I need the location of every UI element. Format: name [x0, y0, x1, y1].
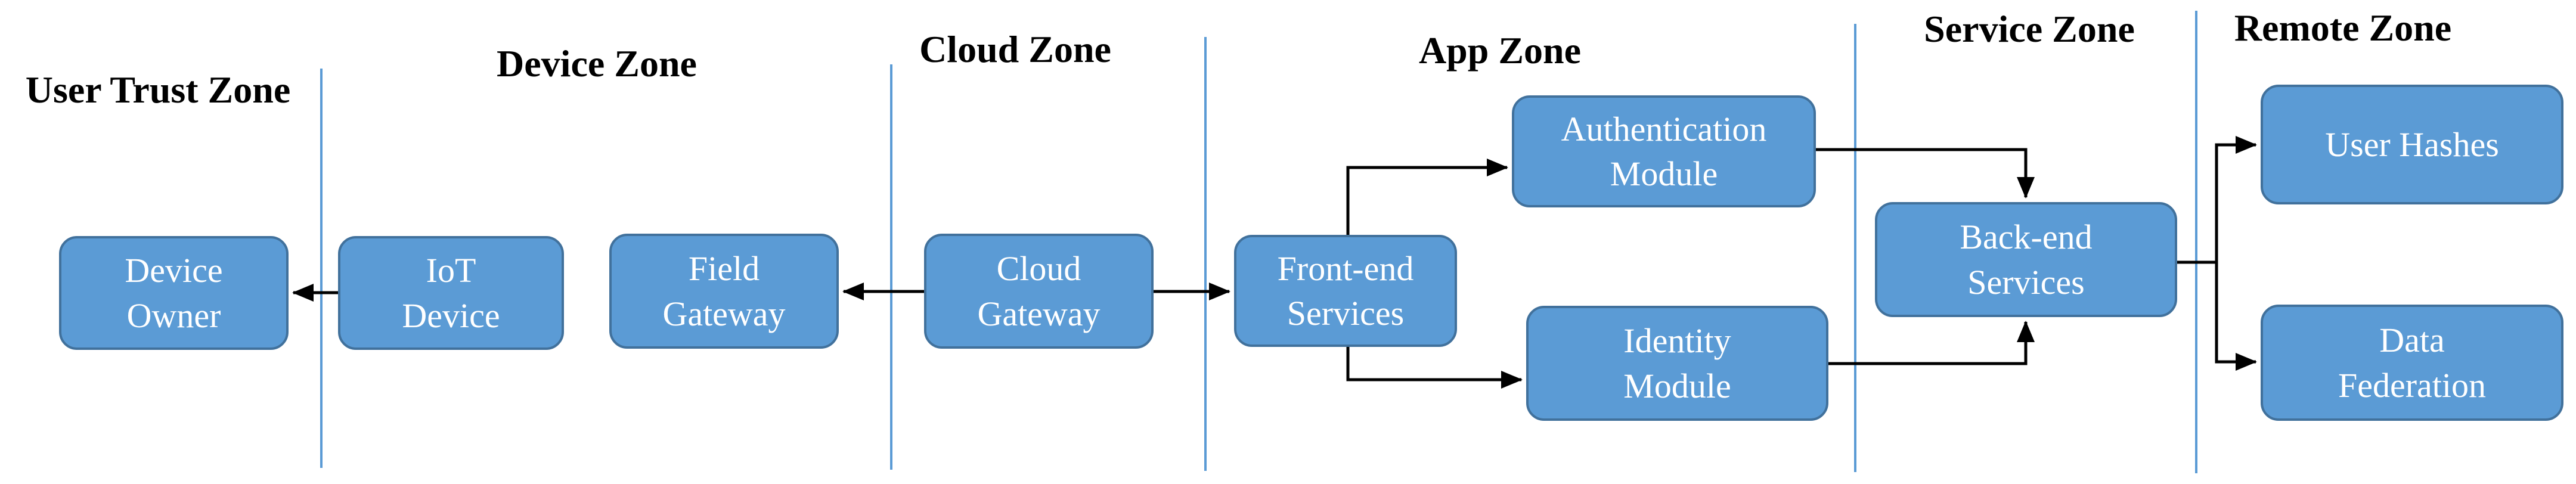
node-front-end-services-label: Front-end: [1277, 249, 1414, 288]
node-data-federation-label: Data: [2379, 321, 2445, 360]
node-authentication-module-label: Authentication: [1561, 109, 1767, 148]
zone-label-service: Service Zone: [1924, 8, 2135, 50]
node-identity-module: Identity Module: [1526, 306, 1828, 421]
zone-divider-service: [2195, 11, 2197, 473]
edge-authentication-module-to-back-end-services: [1816, 148, 2035, 198]
node-identity-module-label: Identity: [1623, 321, 1731, 361]
node-front-end-services: Front-end Services: [1234, 235, 1457, 347]
edge-back-end-services-to-data-federation: [2177, 260, 2257, 371]
zone-divider-cloud: [1204, 37, 1207, 471]
node-device-owner: Device Owner: [59, 236, 289, 350]
node-user-hashes: User Hashes: [2261, 85, 2563, 204]
node-device-owner-label: Device: [125, 251, 223, 290]
node-data-federation: Data Federation: [2261, 305, 2563, 421]
edge-front-end-services-to-identity-module: [1346, 347, 1523, 389]
node-field-gateway-label: Field: [688, 249, 760, 288]
node-user-hashes-label: User Hashes: [2325, 125, 2499, 164]
node-cloud-gateway: Cloud Gateway: [924, 234, 1154, 349]
node-cloud-gateway-label: Cloud: [996, 249, 1081, 288]
zone-divider-user-trust: [320, 69, 323, 468]
zone-label-user-trust: User Trust Zone: [25, 69, 291, 111]
node-iot-device: IoT Device: [338, 236, 564, 350]
zone-label-app: App Zone: [1418, 29, 1582, 72]
zone-divider-app: [1854, 24, 1856, 472]
zone-divider-device: [890, 64, 892, 470]
zone-label-cloud: Cloud Zone: [919, 28, 1111, 70]
node-authentication-module: Authentication Module: [1512, 95, 1816, 207]
edge-back-end-services-to-user-hashes: [2177, 136, 2257, 264]
edge-identity-module-to-back-end-services: [1828, 321, 2035, 365]
node-iot-device-label: IoT: [426, 251, 476, 290]
zone-label-device: Device Zone: [497, 42, 697, 85]
zone-label-remote: Remote Zone: [2234, 7, 2452, 49]
node-back-end-services: Back-end Services: [1875, 202, 2177, 317]
node-field-gateway: Field Gateway: [609, 234, 839, 349]
edge-front-end-services-to-authentication-module: [1346, 159, 1508, 235]
node-back-end-services-label: Back-end: [1960, 218, 2093, 257]
